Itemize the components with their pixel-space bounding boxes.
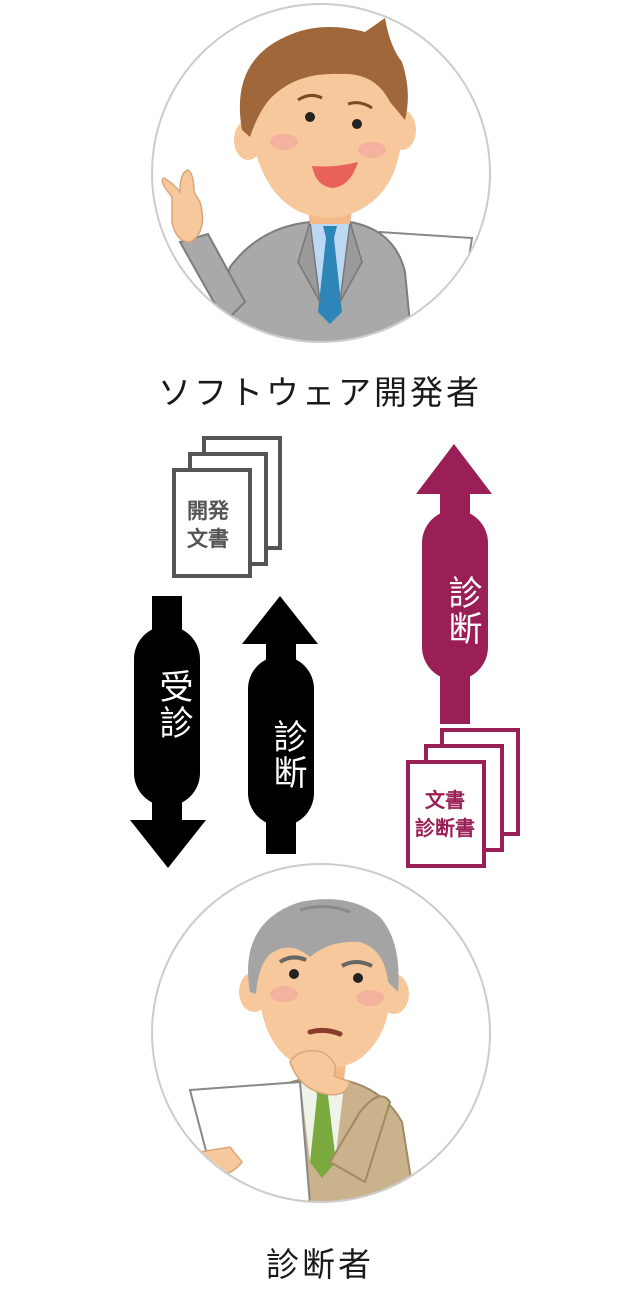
report-arrow-label: 診断 xyxy=(442,575,482,647)
receive-arrow xyxy=(130,596,206,868)
receive-arrow-label: 受診 xyxy=(153,669,193,741)
diagnostician-illustration xyxy=(151,863,491,1203)
diagnose-arrow xyxy=(242,596,318,854)
developer-illustration xyxy=(151,3,491,343)
dev-document-label: 開発 文書 xyxy=(176,497,240,553)
developer-label: ソフトウェア開発者 xyxy=(158,373,482,412)
dev-document-stack xyxy=(172,436,282,578)
report-doc-line2: 診断書 xyxy=(415,816,475,840)
dev-doc-line2: 文書 xyxy=(187,527,229,551)
diagnose-arrow-label: 診断 xyxy=(267,719,307,791)
report-arrow xyxy=(416,444,492,724)
report-doc-line1: 文書 xyxy=(425,788,465,812)
report-document-label: 文書 診断書 xyxy=(406,786,484,842)
report-document-stack xyxy=(406,728,520,868)
dev-doc-line1: 開発 xyxy=(187,499,229,523)
diagnostician-label: 診断者 xyxy=(266,1245,374,1284)
